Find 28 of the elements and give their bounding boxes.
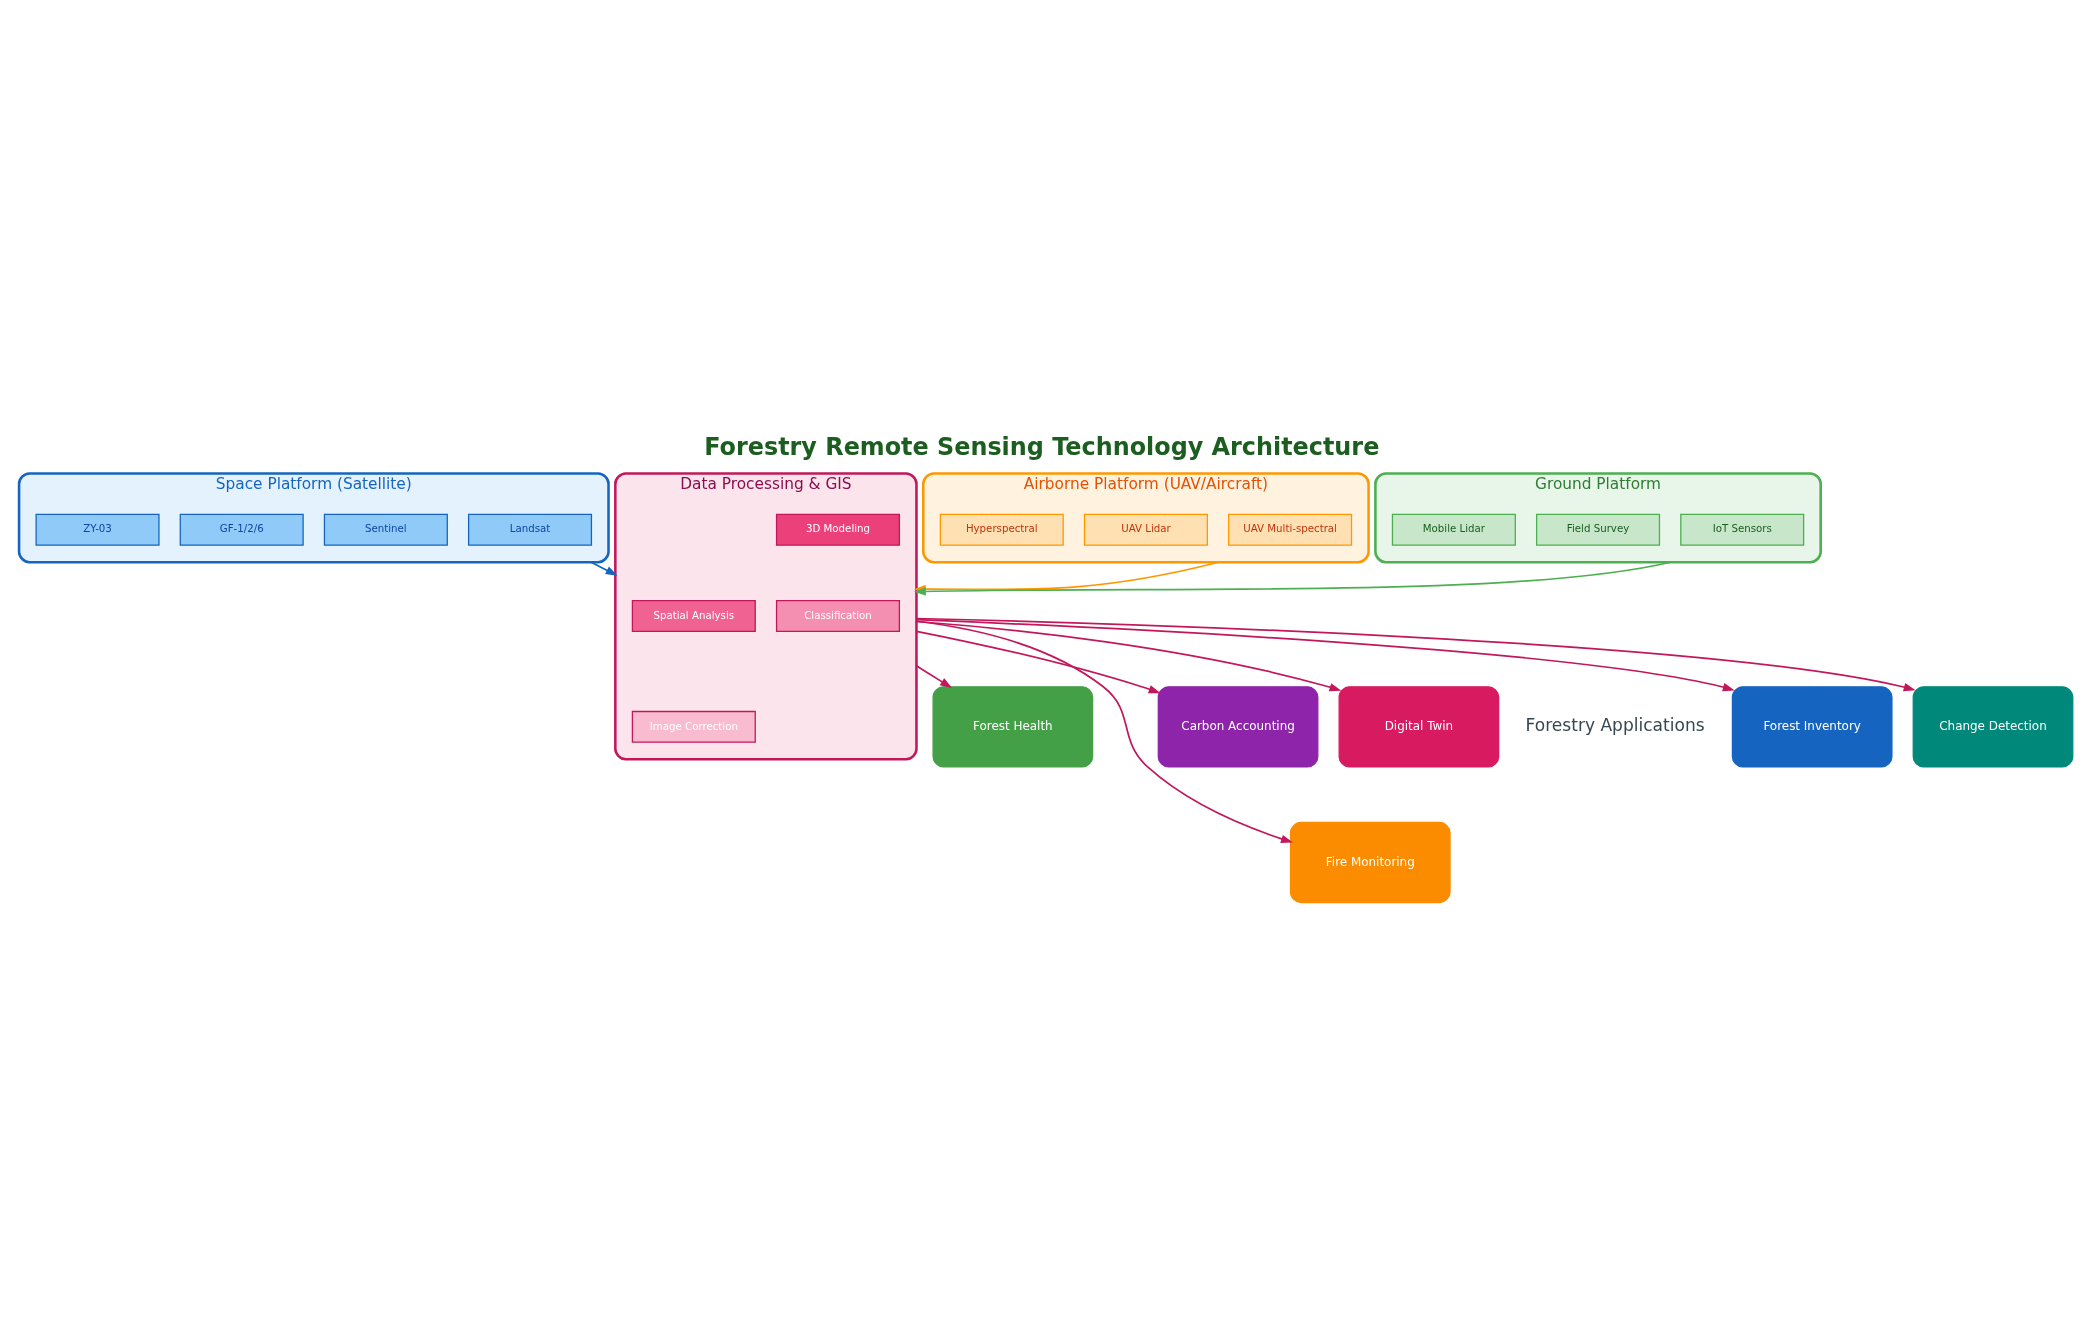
node-box: GF-1/2/6 bbox=[179, 513, 304, 546]
node-box: Fire Monitoring bbox=[1289, 821, 1451, 903]
node-box: IoT Sensors bbox=[1680, 513, 1805, 546]
arrow bbox=[915, 617, 1916, 691]
node-box: Change Detection bbox=[1912, 685, 2074, 768]
node-box: Digital Twin bbox=[1338, 685, 1500, 768]
label: Forestry Applications bbox=[1525, 714, 1705, 735]
arrow bbox=[590, 560, 618, 576]
node-box: Sentinel bbox=[323, 513, 448, 546]
arrow bbox=[915, 629, 1161, 693]
node-box: Hyperspectral bbox=[939, 513, 1064, 546]
node-box: 3D Modeling bbox=[775, 513, 901, 546]
diagram-title: Forestry Remote Sensing Technology Architecture bbox=[704, 432, 1380, 461]
arrow bbox=[915, 618, 1735, 691]
arrow bbox=[915, 620, 1342, 691]
node-box: ZY-03 bbox=[35, 513, 160, 546]
node-box: Forest Inventory bbox=[1731, 685, 1893, 768]
node-box: Spatial Analysis bbox=[631, 599, 756, 632]
node-box: Field Survey bbox=[1536, 513, 1661, 546]
node-box: Carbon Accounting bbox=[1157, 685, 1319, 768]
node-box: Classification bbox=[775, 599, 901, 632]
node-box: Landsat bbox=[467, 513, 593, 546]
node-box: UAV Multi-spectral bbox=[1228, 513, 1353, 546]
node-box: Forest Health bbox=[932, 685, 1094, 768]
node-box: Mobile Lidar bbox=[1391, 513, 1516, 546]
node-box: Image Correction bbox=[631, 710, 756, 743]
node-box: UAV Lidar bbox=[1083, 513, 1208, 546]
arrow bbox=[915, 664, 953, 688]
